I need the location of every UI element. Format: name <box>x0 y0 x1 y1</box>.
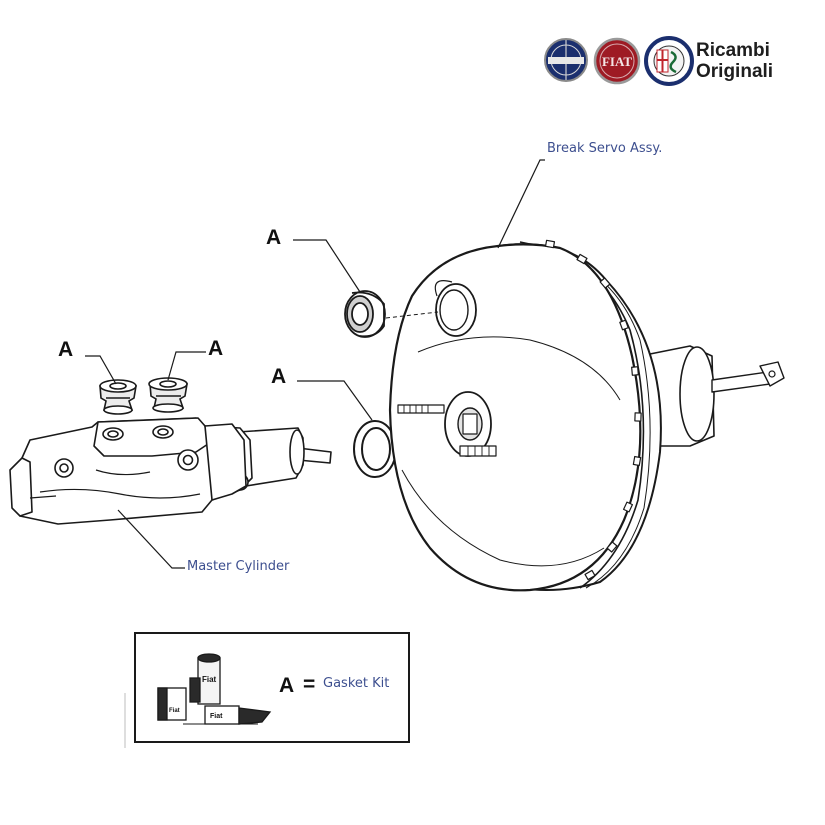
leader-oring <box>297 380 373 421</box>
master-cylinder-callout-label: Master Cylinder <box>187 559 290 574</box>
part-marker-grommet: A <box>266 226 282 249</box>
brake-servo <box>385 239 785 592</box>
leader-servo <box>497 159 545 249</box>
reservoir-seal-right <box>148 377 188 413</box>
fiat-logo: FIAT <box>593 37 641 85</box>
svg-text:Fiat: Fiat <box>169 708 180 714</box>
leader-seal-left <box>85 355 117 385</box>
leader-grommet <box>293 239 361 293</box>
alfa-romeo-logo <box>644 36 694 86</box>
gasket-kit-package-icon: Fiat Fiat Fiat <box>157 653 272 725</box>
master-cylinder <box>9 417 332 525</box>
svg-text:FIAT: FIAT <box>602 54 632 69</box>
brand-line-1: Ricambi <box>696 40 770 61</box>
leader-master <box>117 509 185 569</box>
legend-marker: A <box>279 674 295 697</box>
part-marker-seal-right: A <box>208 337 224 360</box>
o-ring-gasket <box>353 420 397 478</box>
servo-callout-label: Break Servo Assy. <box>547 141 663 156</box>
brand-title: Ricambi Originali <box>696 40 773 82</box>
leader-seal-right <box>167 351 206 381</box>
part-marker-seal-left: A <box>58 338 74 361</box>
brand-line-2: Originali <box>696 61 774 82</box>
legend-label: Gasket Kit <box>323 676 390 691</box>
reservoir-seal-left <box>99 379 137 415</box>
lancia-logo <box>544 38 588 82</box>
svg-text:Fiat: Fiat <box>202 675 217 684</box>
part-marker-oring: A <box>271 365 287 388</box>
legend-equals: = <box>303 673 316 696</box>
leader-lines <box>85 159 545 569</box>
grommet-gasket <box>344 290 386 338</box>
svg-text:Fiat: Fiat <box>210 713 223 720</box>
